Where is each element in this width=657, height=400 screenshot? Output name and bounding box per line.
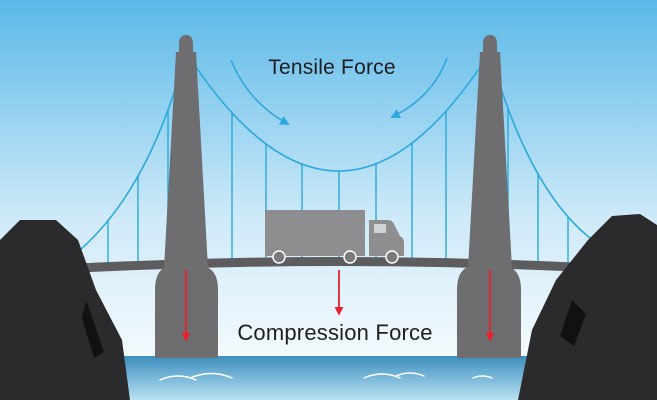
tension-arrow-right (390, 57, 448, 118)
tension-arrows (230, 57, 448, 125)
truck-wheel (272, 250, 286, 264)
compression-arrows (181, 270, 495, 342)
truck (265, 210, 404, 264)
right-cliff (518, 214, 657, 400)
water-ripples (159, 372, 493, 381)
tensile-force-label: Tensile Force (268, 56, 396, 79)
bridge-deck (75, 257, 600, 273)
truck-wheel (343, 250, 357, 264)
right-tower-base (457, 266, 521, 358)
truck-cab-window (374, 224, 386, 233)
truck-trailer (265, 210, 365, 256)
compression-force-label: Compression Force (237, 320, 433, 345)
right-tower (457, 35, 521, 358)
left-cliff (0, 220, 130, 400)
truck-wheel (385, 250, 399, 264)
tension-arrow-left (230, 59, 290, 125)
